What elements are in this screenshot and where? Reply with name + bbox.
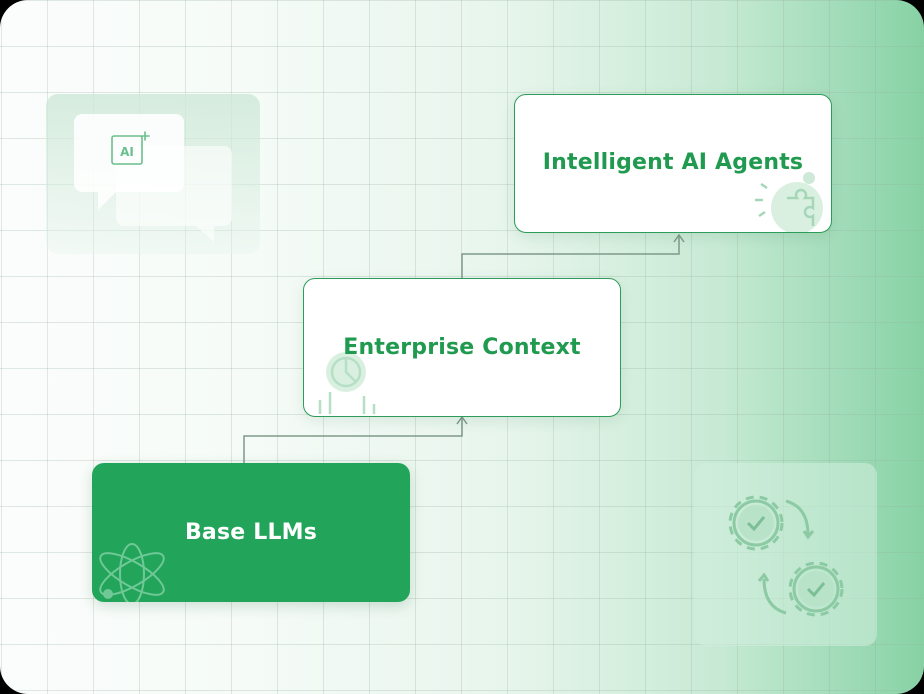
step-enterprise-context: Enterprise Context (303, 278, 621, 417)
atom-icon (99, 543, 165, 602)
puzzle-gear-icon (755, 172, 823, 232)
step-intelligent-ai-agents: Intelligent AI Agents (514, 94, 832, 233)
gears-decoration (694, 463, 877, 646)
analytics-chart-icon (318, 352, 376, 414)
step-base-llms: Base LLMs (92, 463, 410, 602)
ai-chat-bubbles-icon: AI (74, 114, 232, 242)
step-label: Enterprise Context (343, 335, 581, 360)
ai-chat-decoration: AI (46, 94, 260, 254)
step-label: Intelligent AI Agents (542, 150, 804, 175)
gears-cycle-icon (728, 495, 844, 617)
step-label: Base LLMs (184, 520, 318, 545)
ai-badge-text: AI (120, 145, 134, 159)
